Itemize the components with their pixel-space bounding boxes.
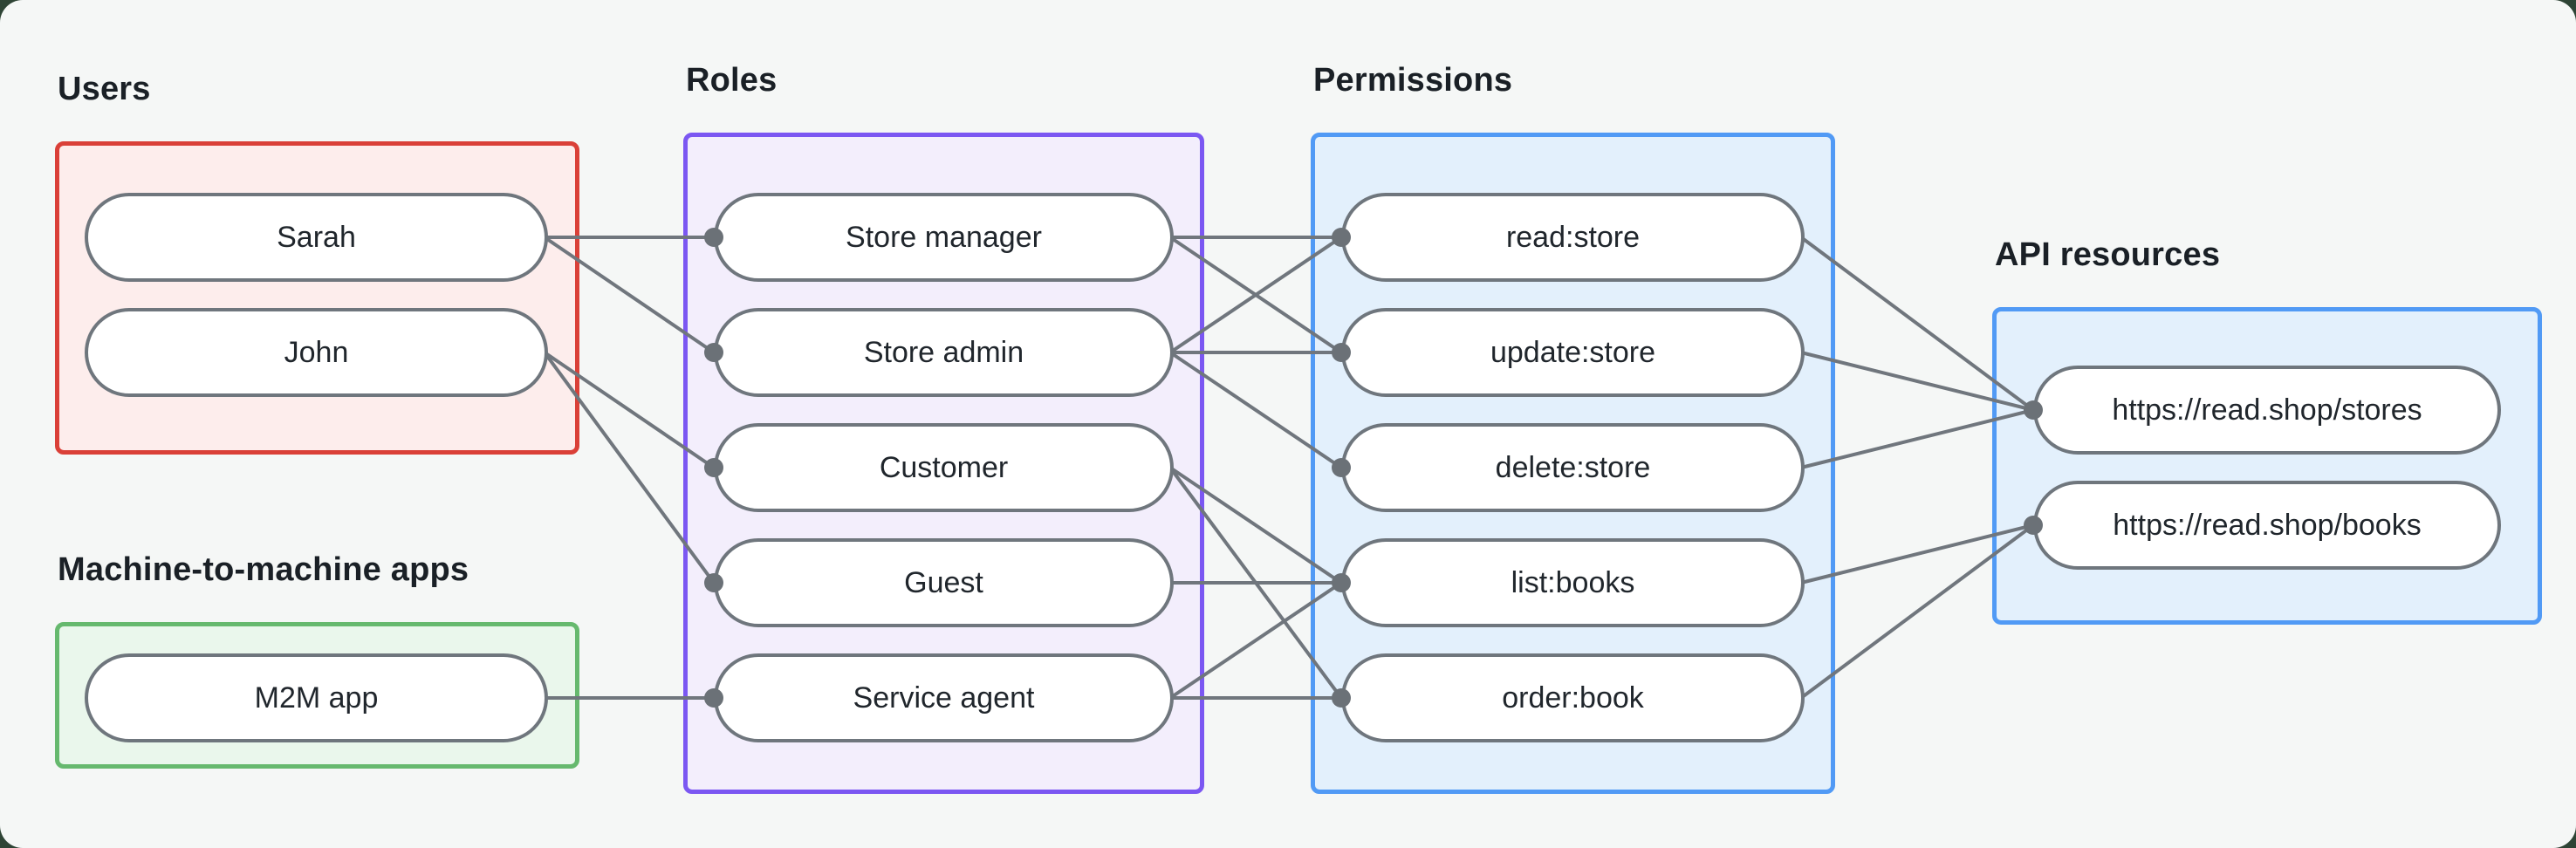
port-stores: [2024, 400, 2043, 420]
node-john: John: [85, 308, 548, 397]
group-box-api: [1992, 307, 2542, 625]
edge-sarah-to-store_admin: [543, 236, 716, 354]
edge-update_store-to-stores: [1800, 351, 2034, 412]
group-label-users: Users: [58, 71, 151, 107]
port-books: [2024, 516, 2043, 535]
port-service_agent: [704, 688, 723, 708]
node-service_agent: Service agent: [714, 653, 1174, 742]
group-label-roles: Roles: [686, 62, 778, 99]
group-label-api: API resources: [1995, 236, 2221, 273]
node-update_store: update:store: [1341, 308, 1805, 397]
port-read_store: [1332, 228, 1351, 247]
port-list_books: [1332, 573, 1351, 592]
port-guest: [704, 573, 723, 592]
node-m2m_app: M2M app: [85, 653, 548, 742]
edge-customer-to-list_books: [1168, 466, 1343, 585]
node-guest: Guest: [714, 538, 1174, 627]
port-delete_store: [1332, 458, 1351, 477]
group-label-permissions: Permissions: [1313, 62, 1513, 99]
node-sarah: Sarah: [85, 193, 548, 282]
node-customer: Customer: [714, 423, 1174, 512]
edge-service_agent-to-list_books: [1168, 581, 1343, 700]
port-update_store: [1332, 343, 1351, 362]
edge-read_store-to-stores: [1799, 236, 2035, 412]
node-list_books: list:books: [1341, 538, 1805, 627]
edge-delete_store-to-stores: [1800, 408, 2034, 469]
edge-john-to-guest: [543, 351, 716, 585]
port-order_book: [1332, 688, 1351, 708]
edge-store_admin-to-delete_store: [1168, 351, 1343, 469]
port-store_manager: [704, 228, 723, 247]
node-read_store: read:store: [1341, 193, 1805, 282]
edge-order_book-to-books: [1799, 523, 2035, 700]
edge-list_books-to-books: [1800, 523, 2034, 585]
port-store_admin: [704, 343, 723, 362]
node-stores: https://read.shop/stores: [2033, 366, 2501, 455]
node-store_manager: Store manager: [714, 193, 1174, 282]
edge-john-to-customer: [543, 351, 716, 469]
node-store_admin: Store admin: [714, 308, 1174, 397]
edge-store_admin-to-read_store: [1168, 236, 1343, 354]
group-label-m2m: Machine-to-machine apps: [58, 551, 469, 588]
port-customer: [704, 458, 723, 477]
